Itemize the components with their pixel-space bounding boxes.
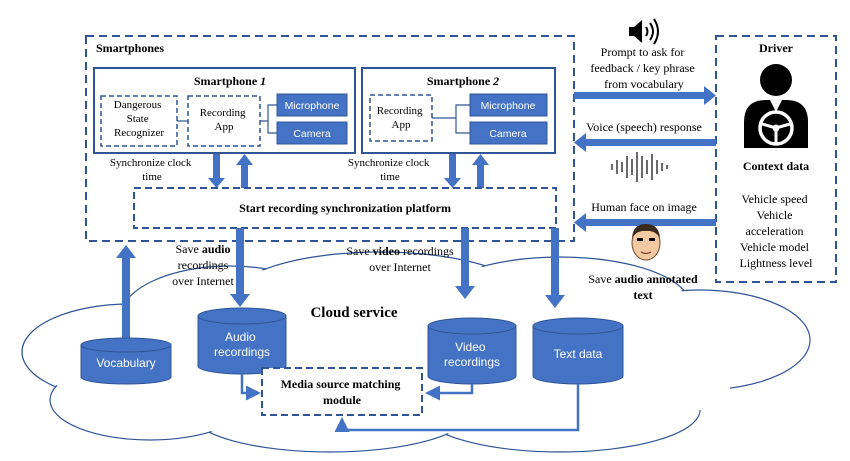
dangerous-line-2: State: [127, 113, 149, 125]
svg-text:Recording App: Recording App: [200, 107, 249, 133]
sync-right-line-2: time: [380, 171, 400, 183]
svg-text:Media source matching modu: Media source matching module: [281, 377, 404, 407]
matching-line-2: module: [323, 393, 362, 407]
camera-1: [276, 121, 348, 145]
media-matching-module: [261, 367, 423, 416]
save-annot-line-1: Save audio annotated: [588, 272, 698, 286]
prompt-line-2: feedback / key phrase: [590, 61, 694, 75]
recording-app-1-line-2: App: [215, 121, 234, 133]
recording-app-1-line-1: Recording: [200, 107, 246, 119]
sync-left-line-2: time: [142, 171, 162, 183]
prompt-line-3: from vocabulary: [604, 77, 684, 91]
recording-app-2: [369, 94, 433, 142]
face-arrow: [574, 213, 716, 232]
camera-2-label: Camera: [489, 128, 527, 140]
svg-text:Vehicle speed Vehicle: Vehicle speed Vehicle acceleration Vehic…: [740, 192, 814, 270]
dangerous-line-1: Dangerous: [114, 99, 162, 111]
text-data-db: [532, 317, 624, 385]
save-audio-line-1: Save audio: [175, 242, 230, 256]
microphone-2: [469, 93, 548, 117]
audio-db-line-2: recordings: [214, 345, 270, 359]
svg-text:Synchronize clock time: Synchronize clock time: [348, 157, 432, 183]
svg-text:Dangerous State Recogn: Dangerous State Recognizer: [114, 99, 165, 139]
context-item-5: Lightness level: [740, 256, 814, 270]
video-to-matching-arrow: [425, 384, 474, 401]
cloud-title: Cloud service: [310, 305, 397, 321]
context-item-1: Vehicle speed: [741, 192, 807, 206]
voice-arrow: [574, 133, 716, 152]
audio-recordings-db: [197, 307, 287, 375]
speaker-icon: [629, 18, 659, 45]
svg-text:Video recordings: Video recordings: [444, 340, 500, 369]
waveform-icon: [611, 152, 668, 182]
sync-platform: [133, 187, 557, 229]
context-item-2: Vehicle: [757, 208, 793, 222]
audio-down-arrow: [230, 228, 250, 307]
text-data-label: Text data: [554, 347, 603, 361]
audio-to-matching-arrow: [240, 374, 261, 401]
recording-app-2-line-1: Recording: [377, 105, 423, 117]
svg-text:Synchronize clock time: Synchronize clock time: [110, 157, 194, 183]
sync-right-line-1: Synchronize clock: [348, 157, 430, 169]
save-video-line-1: Save video recordings: [346, 244, 454, 258]
svg-text:Audio recordings: Audio recordings: [214, 330, 270, 359]
text-down-arrow: [545, 228, 565, 308]
sync-arrows-phone-1: [208, 154, 253, 188]
matching-line-1: Media source matching: [281, 377, 401, 391]
microphone-2-label: Microphone: [481, 100, 536, 112]
prompt-line-1: Prompt to ask for: [601, 45, 685, 59]
smartphone-2-box: [361, 67, 556, 154]
face-label: Human face on image: [591, 200, 697, 214]
microphone-1: [276, 93, 348, 117]
smartphones-title: Smartphones: [96, 41, 164, 55]
svg-text:Recording App: Recording App: [377, 105, 426, 131]
video-recordings-db: [427, 317, 517, 385]
smartphone-1-box: [93, 67, 356, 154]
context-title: Context data: [743, 159, 809, 173]
video-db-line-1: Video: [455, 340, 486, 354]
camera-1-label: Camera: [293, 128, 331, 140]
audio-db-line-1: Audio: [225, 330, 256, 344]
context-item-4: Vehicle model: [740, 240, 810, 254]
video-db-line-2: recordings: [444, 355, 500, 369]
microphone-1-label: Microphone: [285, 100, 340, 112]
save-video-line-2: over Internet: [369, 260, 431, 274]
smartphone-1-title: Smartphone 1: [194, 74, 266, 88]
sync-arrows-phone-2: [444, 154, 489, 188]
vocabulary-up-arrow: [116, 245, 136, 338]
save-audio-line-2: recordings: [178, 258, 229, 272]
context-item-3: acceleration: [746, 224, 804, 238]
driver-box: [715, 35, 837, 283]
sync-left-line-1: Synchronize clock: [110, 157, 192, 169]
sync-platform-label: Start recording synchronization platform: [239, 201, 451, 215]
vocabulary-db: [80, 337, 172, 385]
svg-text:Prompt to ask for feedback: Prompt to ask for feedback / key phrase …: [590, 45, 697, 91]
voice-label: Voice (speech) response: [586, 120, 702, 134]
dangerous-line-3: Recognizer: [114, 127, 164, 139]
smartphones-container: [85, 35, 575, 242]
driver-title: Driver: [759, 41, 794, 55]
save-annot-line-2: text: [633, 288, 652, 302]
video-down-arrow: [455, 228, 475, 299]
recording-app-2-line-2: App: [392, 119, 411, 131]
camera-2: [469, 121, 548, 145]
face-icon: [631, 224, 661, 261]
text-to-matching-arrow: [334, 384, 580, 432]
smartphone-2-title: Smartphone 2: [427, 74, 499, 88]
vocabulary-label: Vocabulary: [96, 356, 155, 370]
driver-icon: [744, 64, 808, 148]
save-audio-line-3: over Internet: [172, 274, 234, 288]
prompt-arrow: [574, 86, 716, 105]
